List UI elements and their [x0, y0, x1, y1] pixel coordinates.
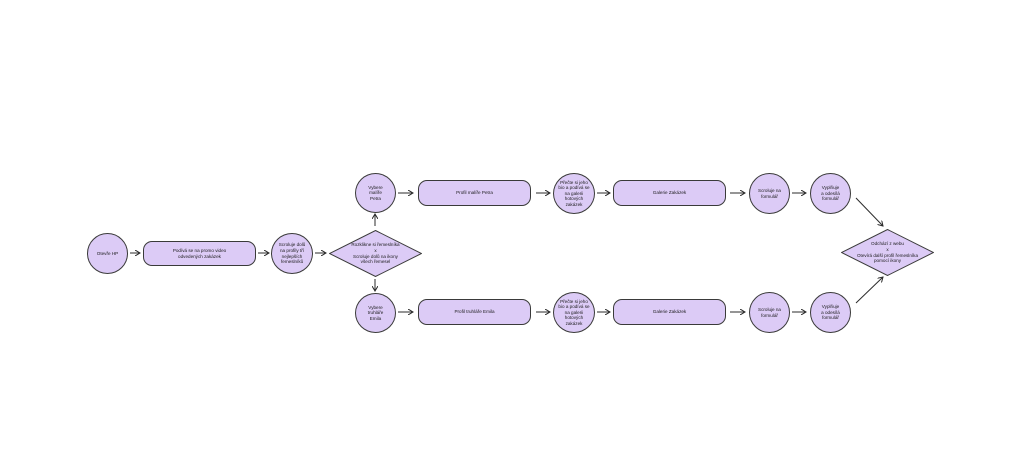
node-scroll-profiles: Scroluje dolů na profily tří nejlepších …: [271, 233, 313, 274]
node-open-hp: Otevře HP: [87, 233, 128, 274]
node-fill-form-carpenter: Vyplňuje a odesílá formulář: [810, 292, 851, 333]
final-diamond-shape: [841, 229, 934, 276]
decision-label: Rozklikne si řemeslníka x Scroluje dolů …: [351, 242, 400, 265]
node-profile-painter: Profil malíře Petra: [418, 180, 531, 206]
node-choose-carpenter: Vybere truhláře Emila: [355, 293, 396, 333]
final-label: Odchází z webu x Otevírá další profil ře…: [856, 241, 919, 264]
node-read-painter: Přečte si jeho bio a podívá se na galeri…: [553, 173, 595, 214]
node-gallery-painter: Galerie Zakázek: [613, 180, 726, 206]
node-scroll-form-painter: Scroluje na formulář: [749, 173, 790, 214]
node-read-carpenter: Přečte si jeho bio a podívá se na galeri…: [553, 292, 595, 333]
decision-diamond-shape: [329, 230, 422, 277]
node-leave-or-open: Odchází z webu x Otevírá další profil ře…: [841, 229, 934, 276]
arrow-fill-painter-to-final: [855, 197, 883, 226]
node-decision: Rozklikne si řemeslníka x Scroluje dolů …: [329, 230, 422, 277]
arrow-fill-carpenter-to-final: [855, 277, 883, 304]
node-profile-carpenter: Profil truhláře Emila: [418, 299, 531, 325]
node-promo-video: Podívá se na promo video odvedených zaká…: [143, 241, 256, 266]
node-choose-painter: Vybere malíře Petra: [355, 173, 396, 213]
node-scroll-form-carpenter: Scroluje na formulář: [749, 292, 790, 333]
node-gallery-carpenter: Galerie Zakázek: [613, 299, 726, 325]
node-fill-form-painter: Vyplňuje a odesílá formulář: [810, 173, 851, 214]
